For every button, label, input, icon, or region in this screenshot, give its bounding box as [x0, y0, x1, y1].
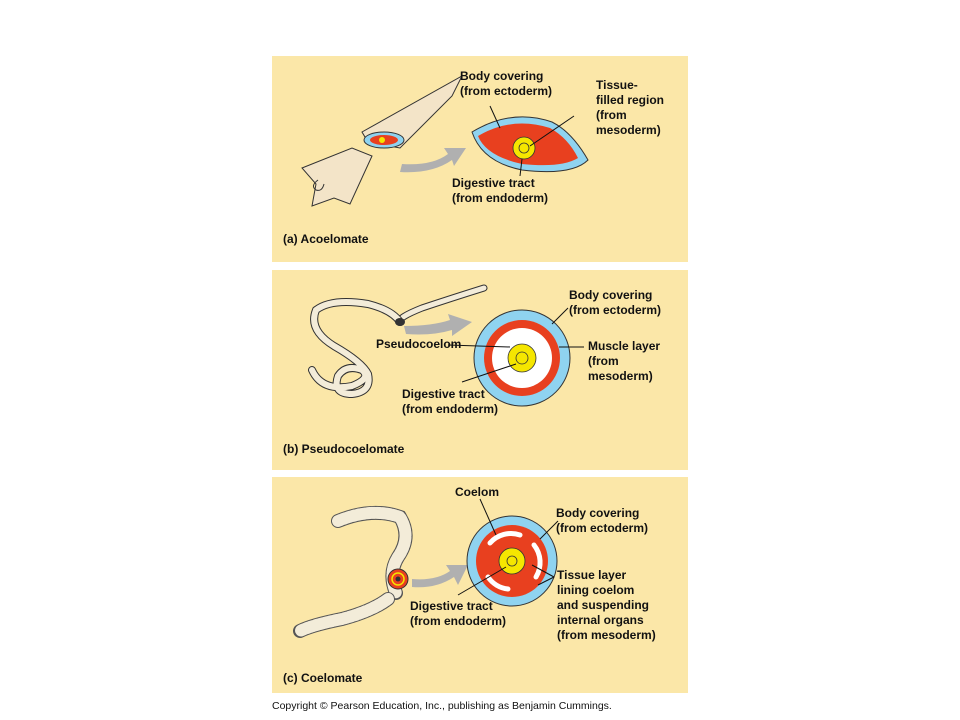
earthworm-icon — [293, 505, 413, 638]
digestive-tract-label: Digestive tract (from endoderm) — [402, 387, 498, 416]
digestive-tract-label: Digestive tract (from endoderm) — [410, 599, 506, 628]
acoelomate-panel: Body covering (from ectoderm) Tissue- fi… — [272, 56, 688, 262]
tissue-layer-label: Tissue layer lining coelom and suspendin… — [557, 568, 656, 642]
coelomate-cross-section — [466, 515, 558, 607]
copyright-text: Copyright © Pearson Education, Inc., pub… — [272, 700, 612, 712]
coelomate-panel: Coelom Body covering (from ectoderm) Tis… — [272, 477, 688, 693]
coelom-label: Coelom — [455, 485, 500, 499]
pseudocoelomate-illustration — [308, 284, 584, 407]
coelomate-illustration — [293, 498, 559, 638]
leader-lines — [447, 307, 584, 383]
muscle-layer-label: Muscle layer (from mesoderm) — [588, 339, 661, 383]
panel-caption: (c) Coelomate — [283, 671, 363, 685]
tissue-filled-region-label: Tissue- filled region (from mesoderm) — [596, 78, 665, 137]
leader-lines — [457, 498, 559, 596]
leader-lines — [489, 105, 575, 177]
arrow-icon — [404, 314, 472, 336]
pseudocoelom-label: Pseudocoelom — [376, 337, 462, 351]
panel-caption: (b) Pseudocoelomate — [283, 442, 405, 456]
panel-caption: (a) Acoelomate — [283, 232, 369, 246]
arrow-icon — [400, 148, 466, 173]
digestive-tract-label: Digestive tract (from endoderm) — [452, 176, 548, 205]
body-covering-label: Body covering (from ectoderm) — [569, 288, 662, 317]
arrow-icon — [412, 565, 468, 588]
roundworm-icon — [308, 284, 488, 399]
body-covering-label: Body covering (from ectoderm) — [460, 69, 553, 98]
pseudocoelomate-cross-section — [473, 309, 571, 407]
pseudocoelomate-panel: Body covering (from ectoderm) Pseudocoel… — [272, 270, 688, 470]
acoelomate-cross-section — [471, 116, 589, 173]
body-covering-label: Body covering (from ectoderm) — [556, 506, 649, 535]
acoelomate-illustration — [301, 74, 589, 207]
flatworm-icon — [301, 74, 464, 207]
